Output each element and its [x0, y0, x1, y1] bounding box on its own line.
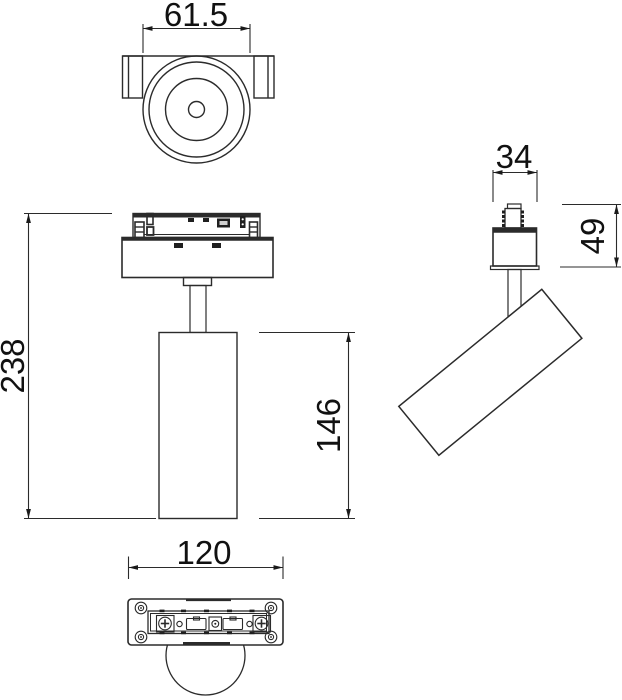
clip-dot: [241, 218, 244, 221]
tick: [181, 631, 186, 635]
slot-tab: [229, 616, 237, 621]
tick: [249, 631, 255, 635]
head-lens-circle: [164, 77, 229, 142]
adapter-cap: [506, 203, 522, 210]
dim-base-length: 120: [127, 534, 284, 579]
contact-block: [203, 218, 209, 222]
dim-label-head-diameter: 61.5: [164, 0, 228, 33]
dim-head-diameter: 61.5: [142, 0, 251, 53]
tick: [227, 609, 232, 613]
bottom-view: 120: [127, 534, 284, 696]
screw-icon: [134, 601, 148, 615]
slot: [222, 617, 244, 631]
screw-icon: [134, 630, 148, 644]
arrow-down-icon: [346, 509, 351, 519]
arrow-right-icon: [240, 26, 250, 31]
arrow-up-icon: [614, 204, 619, 214]
strip-ticks: [159, 609, 255, 635]
dim-label-body-height: 146: [310, 398, 347, 453]
adapter-box: [492, 227, 538, 267]
top-view: 61.5: [121, 0, 275, 164]
dim-overall-height: 238: [0, 212, 156, 520]
screw-cell: [252, 614, 272, 633]
slot: [185, 617, 207, 631]
head-rim-circle: [148, 61, 245, 158]
base-contact: [174, 243, 183, 248]
slot-tab: [192, 616, 201, 621]
rib: [502, 224, 505, 227]
rib: [521, 224, 524, 227]
rib: [502, 219, 505, 223]
left-clip-tab: [121, 55, 144, 99]
screw-icon: [264, 601, 278, 615]
rib: [502, 215, 505, 218]
head-center-circle: [187, 100, 206, 119]
arrow-right-icon: [527, 170, 537, 175]
right-clip-tab: [253, 55, 275, 99]
lamp-body: [158, 331, 238, 520]
arrow-down-icon: [614, 257, 619, 267]
rib: [502, 210, 505, 214]
stem: [189, 284, 207, 334]
right-spring-contact: [248, 221, 259, 239]
head-outer-circle: [142, 55, 251, 164]
rib: [521, 219, 524, 223]
dim-label-base-length: 120: [176, 534, 231, 571]
dim-body-height: 146: [259, 331, 355, 520]
tick: [204, 609, 209, 613]
tick: [204, 631, 209, 635]
clip-element: [240, 216, 246, 228]
pin-hole: [176, 620, 183, 628]
tick: [159, 609, 165, 613]
dim-label-adapter-height: 49: [574, 218, 611, 255]
tick: [159, 631, 165, 635]
neck-ribs: [502, 210, 524, 227]
dim-label-overall-height: 238: [0, 338, 31, 393]
clip-dot: [241, 223, 244, 226]
base-contact: [212, 243, 221, 248]
tick: [181, 609, 186, 613]
arrow-down-icon: [26, 509, 31, 519]
arrow-left-icon: [493, 170, 503, 175]
left-small-square: [146, 226, 155, 236]
front-view: 238 146: [0, 212, 355, 520]
stem-connector: [182, 276, 213, 287]
dim-label-adapter-width: 34: [496, 138, 533, 175]
contact-block: [188, 218, 194, 222]
rib: [521, 215, 524, 218]
arrow-left-icon: [143, 26, 153, 31]
dim-adapter-height: 49: [560, 203, 621, 268]
phillips-screw-icon: [158, 616, 172, 631]
center-cell: [208, 616, 223, 632]
strip-elements: [155, 614, 272, 633]
arrow-up-icon: [346, 332, 351, 342]
pin-hole: [246, 620, 253, 628]
dim-adapter-width: 34: [492, 138, 538, 202]
tick: [249, 609, 255, 613]
rib: [521, 210, 524, 214]
screw-cell: [155, 614, 175, 633]
left-spring-contact: [134, 221, 145, 239]
adapter-ribbed-neck: [504, 207, 522, 229]
tick: [227, 631, 232, 635]
center-pin-dot: [214, 622, 217, 625]
arrow-up-icon: [26, 213, 31, 223]
side-view: 34 49: [397, 138, 621, 457]
tilted-lamp-body: [397, 288, 583, 457]
adapter-base: [121, 236, 274, 279]
arrow-right-icon: [273, 565, 283, 570]
arrow-left-icon: [128, 565, 138, 570]
left-slot: [146, 212, 154, 226]
center-pin: [211, 619, 220, 628]
terminal-block-inner: [219, 221, 228, 225]
phillips-screw-icon: [254, 616, 269, 631]
